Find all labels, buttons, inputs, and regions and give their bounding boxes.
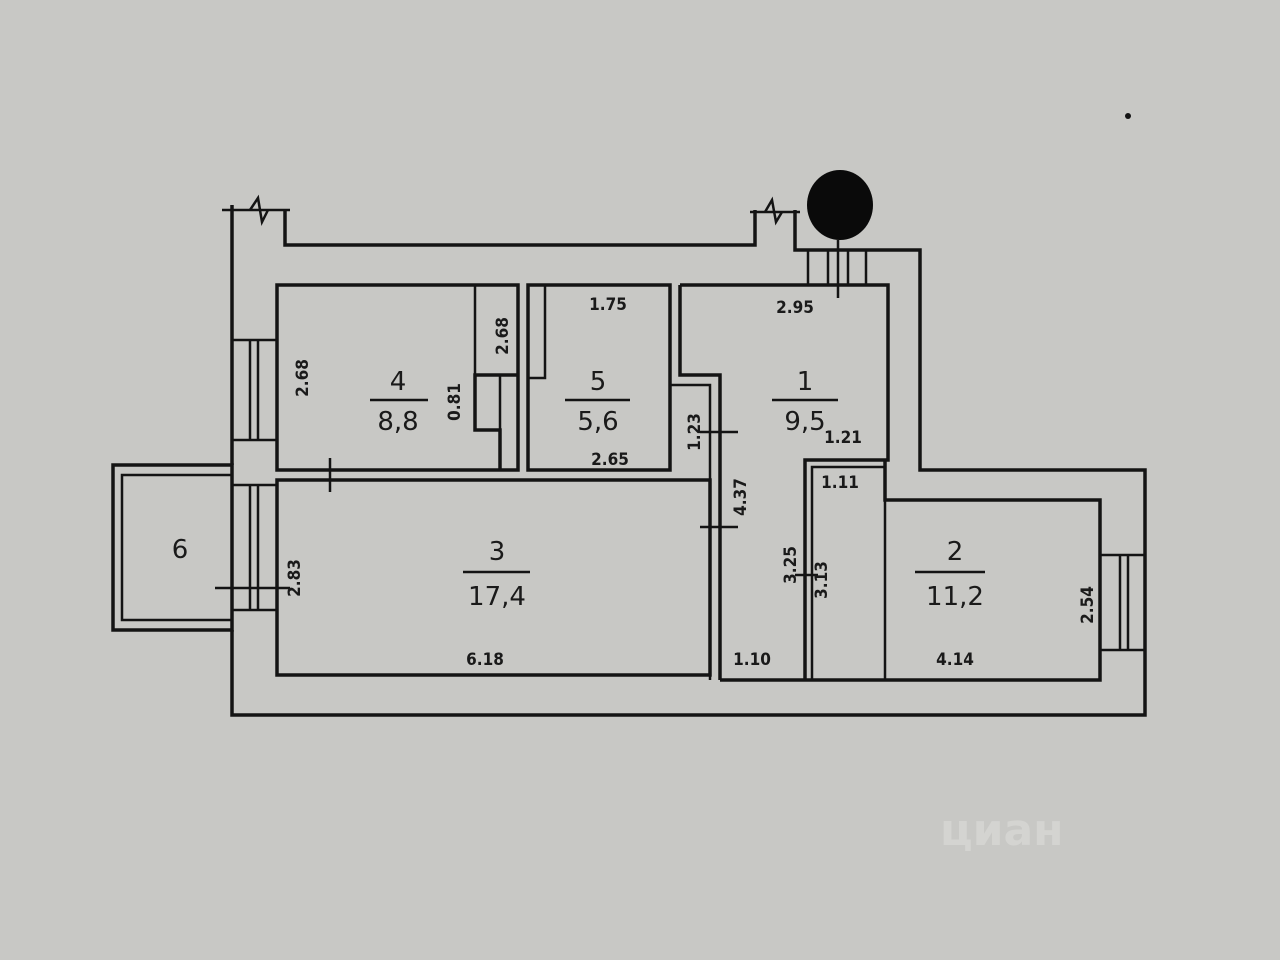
dim-label: 0.81 [445,383,465,421]
room-2-number: 2 [947,537,964,567]
chimney-vents [806,240,868,298]
dim-label: 2.54 [1078,586,1098,624]
dim-label: 2.68 [493,317,513,355]
room-3-outline [275,478,712,677]
room-3-number: 3 [489,537,506,567]
balcony-6 [111,463,234,632]
dim-label: 1.21 [824,428,862,448]
outer-walls [222,194,1147,717]
room-5-area: 5,6 [577,407,618,437]
dim-label: 1.75 [589,295,627,315]
dim-label: 1.23 [685,413,705,451]
dim-label: 1.10 [733,650,771,670]
room-2-area: 11,2 [926,582,984,612]
speck [1125,113,1131,119]
watermark-logo: циан [940,805,1064,856]
dim-label: 2.83 [285,559,305,597]
dim-label: 3.13 [812,561,832,599]
room-5-number: 5 [590,367,607,397]
dim-label: 2.65 [591,450,629,470]
room-3-area: 17,4 [468,582,526,612]
room-4-area: 8,8 [377,407,418,437]
dim-label: 1.11 [821,473,859,493]
dim-label: 4.37 [731,478,751,516]
room-labels: 4 8,8 5 5,6 1 9,5 2 11,2 3 17,4 6 [172,367,985,612]
dim-label: 2.95 [776,298,814,318]
inner-walls [215,283,1102,682]
room-4-number: 4 [390,367,407,397]
redaction-mark [807,170,873,240]
dimension-labels: 2.68 2.68 0.81 1.75 2.65 2.95 1.23 1.21 … [285,295,1098,670]
dim-label: 6.18 [466,650,504,670]
dim-label: 4.14 [936,650,974,670]
dim-label: 3.25 [781,546,801,584]
room-1-number: 1 [797,367,814,397]
dim-label: 2.68 [293,359,313,397]
room-1-area: 9,5 [784,407,825,437]
room-6-number: 6 [172,535,189,565]
windows [230,338,1147,652]
